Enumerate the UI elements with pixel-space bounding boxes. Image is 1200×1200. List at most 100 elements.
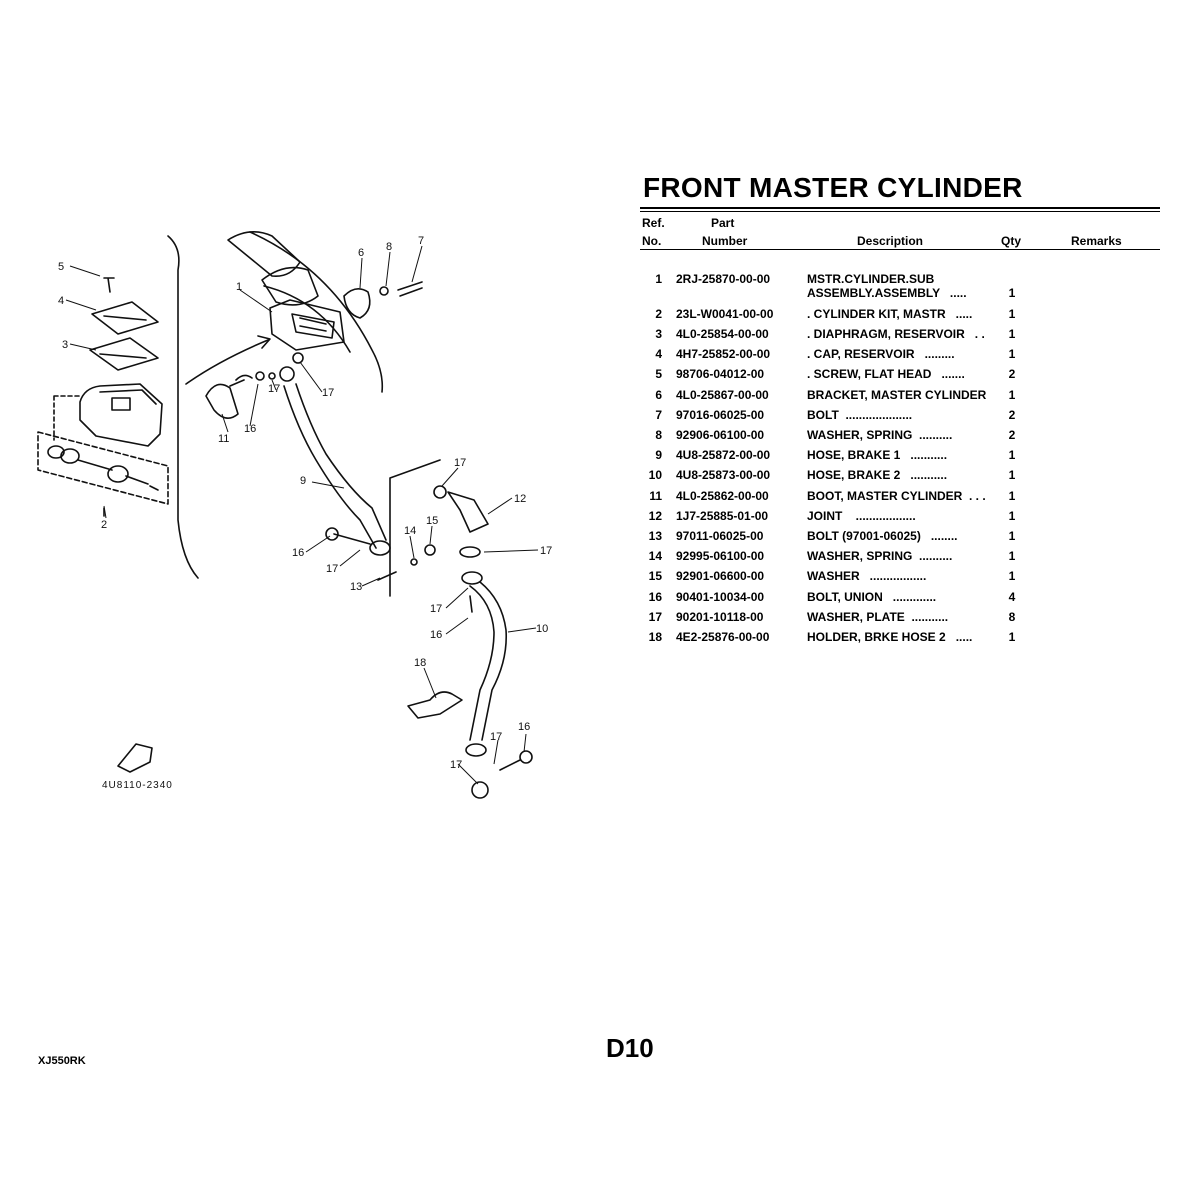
callout-8: 8: [386, 241, 392, 253]
callout-3: 3: [62, 339, 68, 351]
callout-17g: 17: [490, 731, 502, 743]
part-ref: 4: [655, 347, 662, 361]
part-part: 97011-06025-00: [676, 529, 764, 543]
part-desc: WASHER, PLATE ...........: [807, 610, 949, 624]
part-qty: 1: [1008, 569, 1016, 583]
callout-13: 13: [350, 581, 362, 593]
part-part: 23L-W0041-00-00: [676, 307, 774, 321]
part-qty: 8: [1008, 610, 1016, 624]
part-ref: 5: [655, 367, 662, 381]
part-row: 13 97011-06025-00 BOLT (97001-06025) .....…: [0, 529, 1200, 549]
part-qty: 1: [1008, 489, 1016, 503]
part-ref: 14: [648, 549, 662, 563]
part-row: 4 4H7-25852-00-00 . CAP, RESERVOIR .......…: [0, 347, 1200, 367]
diagram-image-code: 4U8110-2340: [102, 780, 173, 791]
header-part-line1: Part: [711, 216, 735, 230]
part-qty: 1: [1008, 630, 1016, 644]
callout-18: 18: [414, 657, 426, 669]
part-desc: BOLT ....................: [807, 408, 913, 422]
callout-17c: 17: [326, 563, 338, 575]
part-row: 10 4U8-25873-00-00 HOSE, BRAKE 2 .........…: [0, 468, 1200, 488]
callout-5: 5: [58, 261, 64, 273]
callout-17b: 17: [268, 383, 280, 395]
callout-16c: 16: [430, 629, 442, 641]
part-row: 18 4E2-25876-00-00 HOLDER, BRKE HOSE 2 ...…: [0, 630, 1200, 650]
part-ref: 16: [648, 590, 662, 604]
callout-16b: 16: [292, 547, 304, 559]
header-ref-line2: No.: [642, 234, 662, 248]
part-part: 4H7-25852-00-00: [676, 347, 771, 361]
callout-15: 15: [426, 515, 438, 527]
part-desc: . DIAPHRAGM, RESERVOIR . .: [807, 327, 985, 341]
part-ref: 8: [655, 428, 662, 442]
callout-7: 7: [418, 235, 424, 247]
part-ref: 18: [648, 630, 662, 644]
part-qty: 1: [1008, 307, 1016, 321]
model-code: XJ550RK: [38, 1055, 86, 1067]
part-part: 4L0-25867-00-00: [676, 388, 769, 402]
callout-4: 4: [58, 295, 64, 307]
part-ref: 1: [655, 272, 662, 286]
part-desc: HOLDER, BRKE HOSE 2 .....: [807, 630, 973, 644]
part-part: 92995-06100-00: [676, 549, 765, 563]
callout-16d: 16: [518, 721, 530, 733]
part-desc: . CAP, RESERVOIR .........: [807, 347, 955, 361]
page-number: D10: [606, 1033, 654, 1063]
part-row: 14 92995-06100-00 WASHER, SPRING .........…: [0, 549, 1200, 569]
part-ref: 3: [655, 327, 662, 341]
part-desc: BRACKET, MASTER CYLINDER: [807, 388, 987, 402]
part-part: 4U8-25872-00-00: [676, 448, 771, 462]
part-desc: BOLT (97001-06025) ........: [807, 529, 958, 543]
exploded-parts-diagram: 5 4 3 2 1 6 8 7 9 17 11 16 17 16 17 13 1…: [37, 231, 552, 799]
part-desc-line2: ASSEMBLY.ASSEMBLY .....: [807, 286, 967, 300]
part-part: 90401-10034-00: [676, 590, 765, 604]
part-qty: 1: [1008, 347, 1016, 361]
part-ref: 10: [648, 468, 662, 482]
part-desc: HOSE, BRAKE 2 ...........: [807, 468, 948, 482]
title-rule-thin: [640, 211, 1160, 212]
header-part-line2: Number: [702, 234, 748, 248]
part-ref: 13: [648, 529, 662, 543]
part-qty: 1: [1008, 286, 1016, 300]
part-part: 1J7-25885-01-00: [676, 509, 769, 523]
part-row: 2 23L-W0041-00-00 . CYLINDER KIT, MASTR ..…: [0, 307, 1200, 327]
callout-9: 9: [300, 475, 306, 487]
part-desc: WASHER .................: [807, 569, 927, 583]
part-part: 4U8-25873-00-00: [676, 468, 771, 482]
title-rule: [640, 207, 1160, 209]
part-row: 3 4L0-25854-00-00 . DIAPHRAGM, RESERVOIR .…: [0, 327, 1200, 347]
part-qty: 1: [1008, 509, 1016, 523]
header-remarks: Remarks: [1071, 234, 1122, 248]
part-qty: 1: [1008, 388, 1016, 402]
part-qty: 1: [1008, 468, 1016, 482]
header-description: Description: [857, 234, 924, 248]
part-part: 4L0-25854-00-00: [676, 327, 769, 341]
callout-17f: 17: [430, 603, 442, 615]
part-desc: . CYLINDER KIT, MASTR .....: [807, 307, 973, 321]
callout-16a: 16: [244, 423, 256, 435]
part-qty: 1: [1008, 549, 1016, 563]
page-title: FRONT MASTER CYLINDER: [643, 172, 1023, 203]
part-desc: WASHER, SPRING ..........: [807, 549, 953, 563]
header-rule: [640, 249, 1160, 250]
part-desc: MSTR.CYLINDER.SUB: [807, 272, 935, 286]
part-qty: 2: [1008, 428, 1016, 442]
header-ref-line1: Ref.: [642, 216, 665, 230]
part-desc: BOOT, MASTER CYLINDER . . .: [807, 489, 986, 503]
part-qty: 1: [1008, 448, 1016, 462]
callout-6: 6: [358, 247, 364, 259]
part-ref: 11: [649, 489, 662, 503]
part-part: 92901-06600-00: [676, 569, 765, 583]
part-ref: 2: [655, 307, 662, 321]
part-ref: 17: [648, 610, 662, 624]
part-part: 4E2-25876-00-00: [676, 630, 770, 644]
